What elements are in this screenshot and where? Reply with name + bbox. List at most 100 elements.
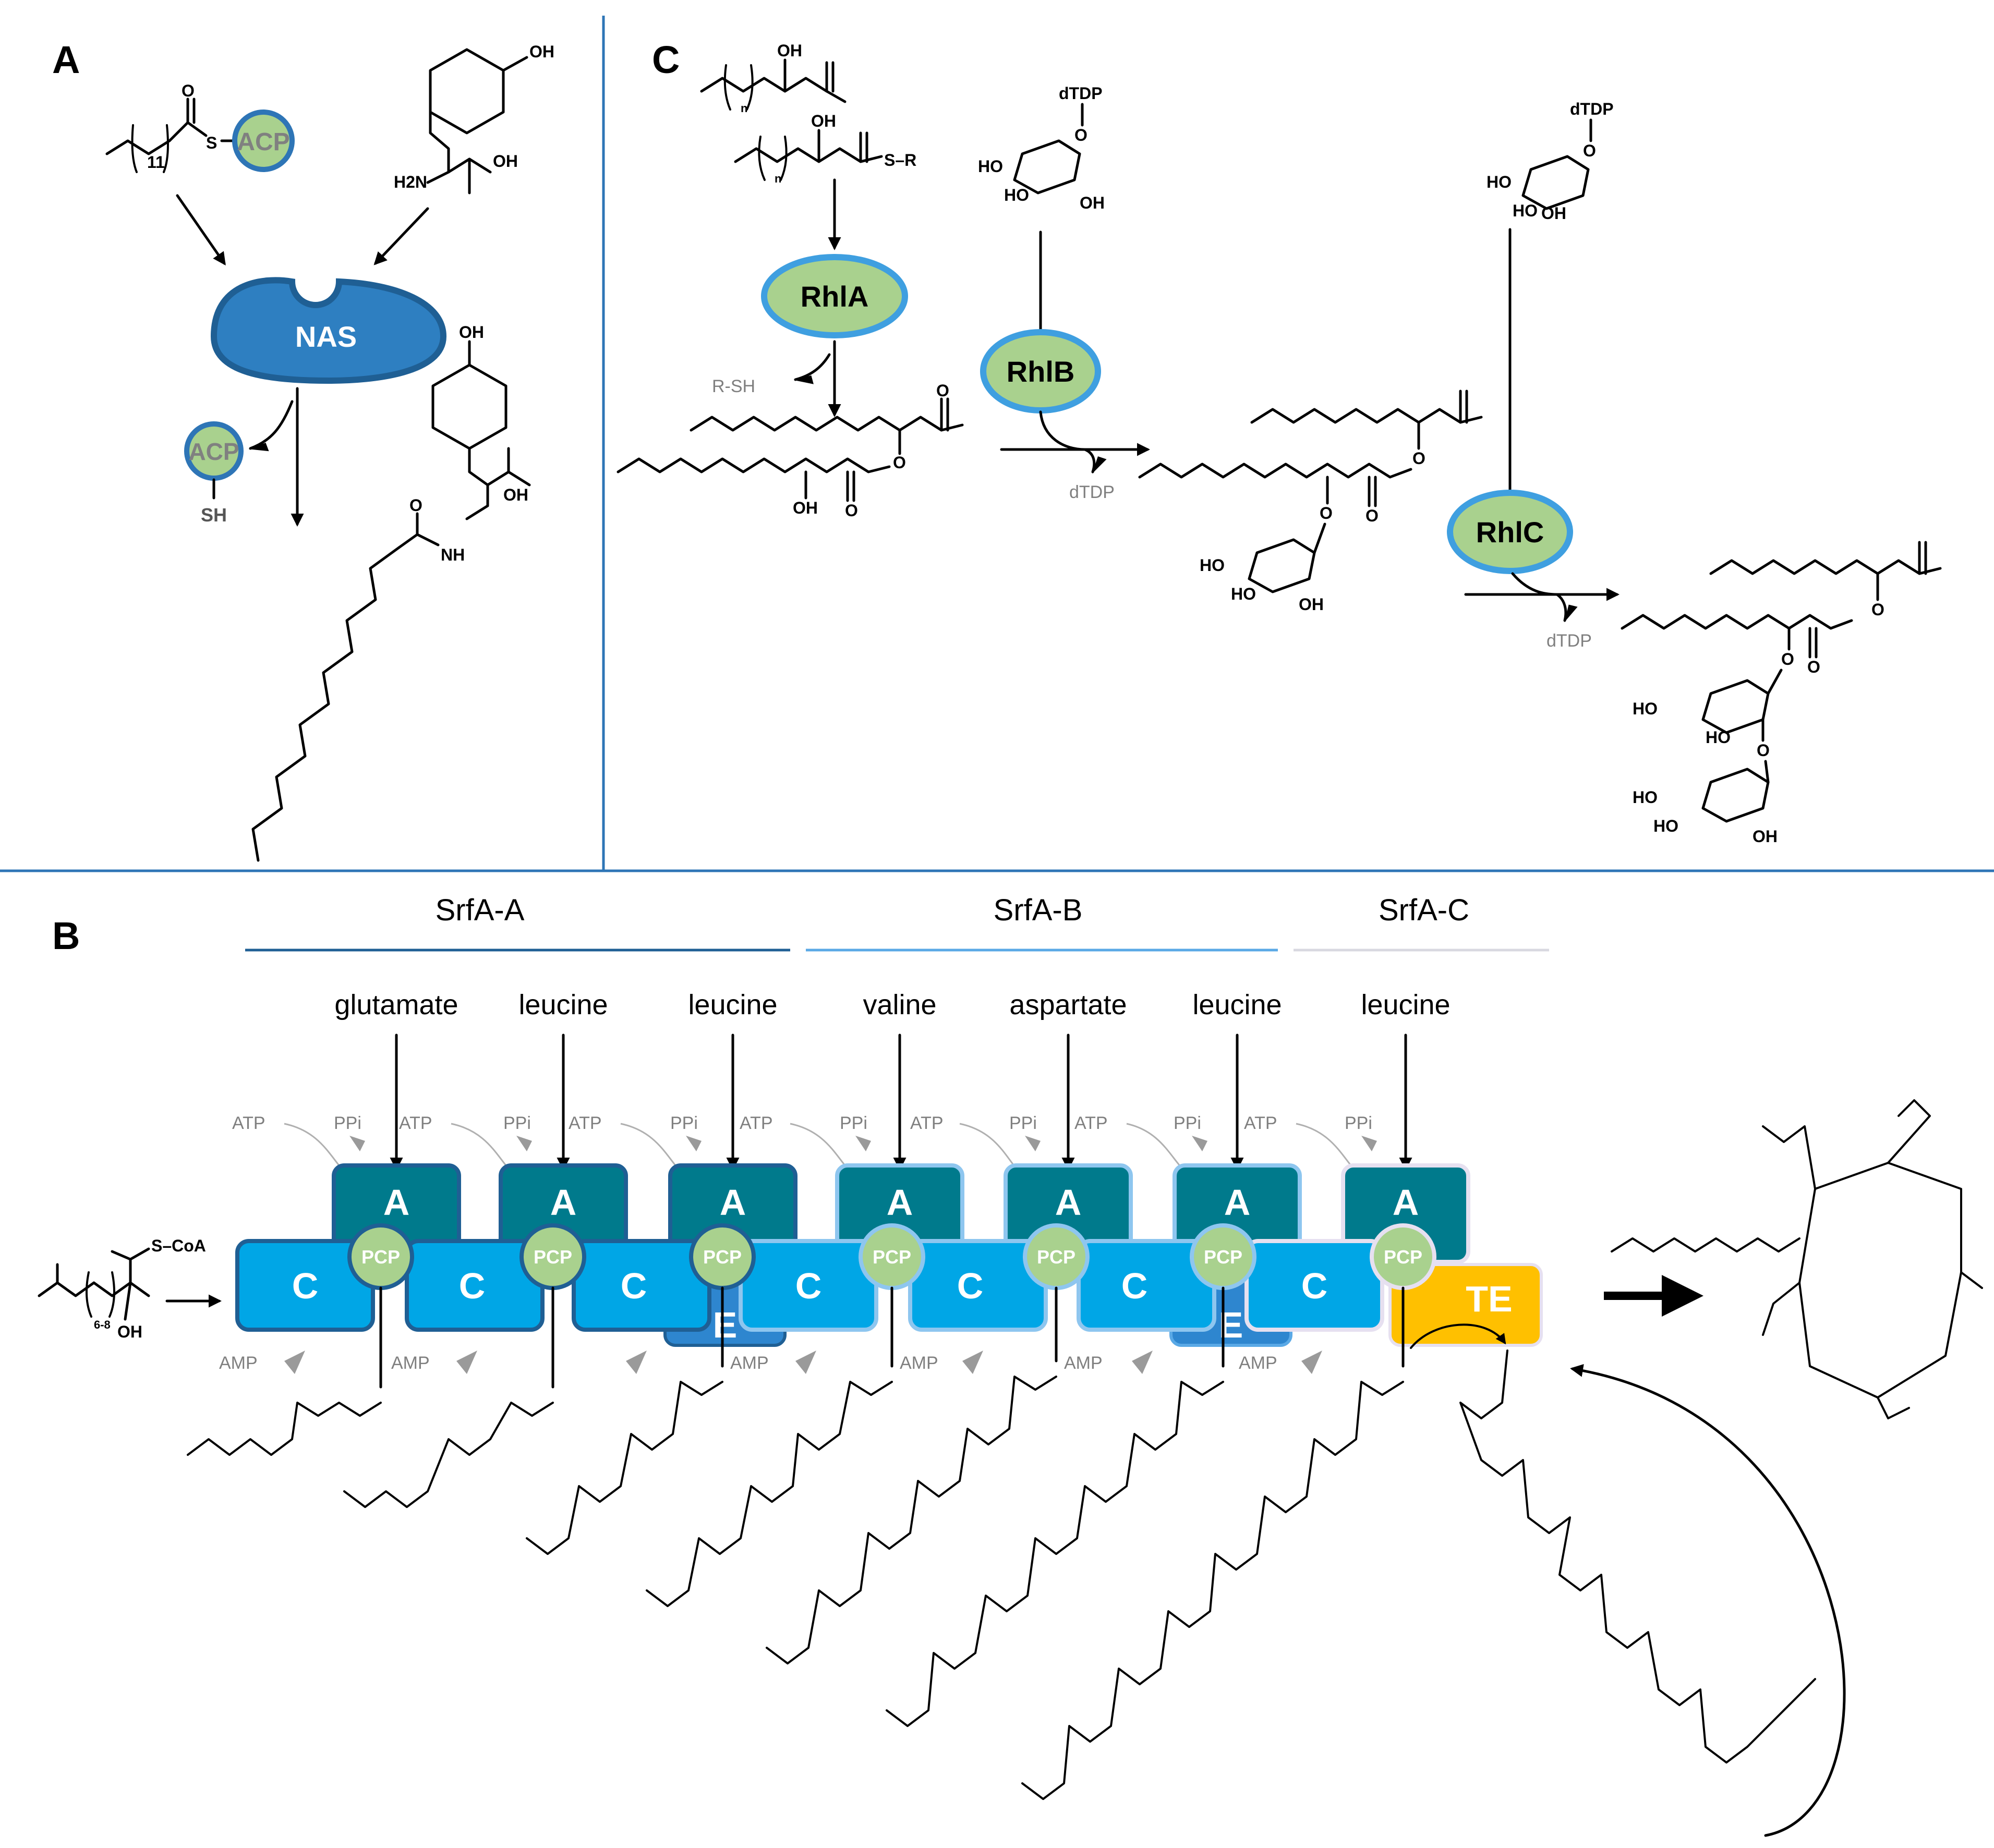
atom-oh: OH bbox=[1080, 193, 1105, 212]
ppi-label-5: PPi bbox=[1009, 1113, 1037, 1133]
pcp-label: PCP bbox=[703, 1246, 742, 1268]
atp-label-4: ATP bbox=[740, 1113, 773, 1133]
panel-label-a: A bbox=[52, 38, 80, 81]
a-domain-label: A bbox=[720, 1182, 746, 1223]
curved-arrow-icon bbox=[1039, 410, 1107, 474]
dtdp-rhamnose-2: dTDP O HO HO OH bbox=[1487, 100, 1614, 223]
ppi-label-6: PPi bbox=[1174, 1113, 1201, 1133]
c-domain-label: C bbox=[292, 1266, 319, 1306]
c-domain-label: C bbox=[957, 1266, 984, 1306]
atom-oh: OH bbox=[811, 112, 836, 130]
panel-label-c: C bbox=[652, 38, 680, 81]
ppi-label-2: PPi bbox=[503, 1113, 531, 1133]
amp-label-5: AMP bbox=[1064, 1353, 1103, 1373]
chain-count-label: 6-8 bbox=[94, 1318, 111, 1331]
n-acyl-tyrosine: OH OH NH O bbox=[251, 323, 531, 862]
atom-ho: HO bbox=[1633, 699, 1658, 718]
a-domain-label: A bbox=[1393, 1182, 1419, 1223]
di-rhamnolipid: O O O HO HO O HO HO OH bbox=[1621, 541, 1942, 846]
aa-label-6: leucine bbox=[1192, 989, 1282, 1020]
curved-arrow-icon bbox=[248, 400, 294, 452]
atom-o: O bbox=[1320, 504, 1333, 522]
dtdp-label: dTDP bbox=[1059, 84, 1103, 103]
a-domain-label: A bbox=[383, 1182, 410, 1223]
ppi-label-1: PPi bbox=[334, 1113, 361, 1133]
amp-label-1: AMP bbox=[219, 1353, 258, 1373]
a-domain-label: A bbox=[1224, 1182, 1251, 1223]
pcp-label: PCP bbox=[1204, 1246, 1242, 1268]
atom-o: O bbox=[936, 381, 949, 400]
panel-label-b: B bbox=[52, 914, 80, 957]
atom-ho: HO bbox=[1513, 201, 1538, 220]
atp-label-2: ATP bbox=[399, 1113, 432, 1133]
rhla-label: RhlA bbox=[801, 280, 869, 313]
aa-label-7: leucine bbox=[1361, 989, 1450, 1020]
module-label-srfa-c: SrfA-C bbox=[1379, 893, 1469, 927]
rsh-label: R-SH bbox=[712, 376, 755, 396]
atom-ho: HO bbox=[1487, 173, 1512, 191]
panel-c: C n OH n OH S–R Rhl bbox=[617, 38, 1942, 846]
pcp-label: PCP bbox=[1384, 1246, 1422, 1268]
te-domain-label: TE bbox=[1466, 1279, 1512, 1319]
aa-label-2: leucine bbox=[518, 989, 608, 1020]
atom-s-r: S–R bbox=[884, 151, 916, 169]
acp-circle bbox=[232, 110, 295, 172]
atom-oh: OH bbox=[793, 499, 818, 517]
atom-oh: OH bbox=[777, 41, 802, 60]
atom-ho: HO bbox=[1200, 556, 1225, 575]
c-domain-label: C bbox=[1301, 1266, 1328, 1306]
amp-row: AMP AMP AMP AMP AMP AMP bbox=[219, 1351, 1322, 1374]
atom-nh: NH bbox=[441, 545, 465, 564]
rhla-enzyme bbox=[761, 254, 908, 338]
subscript-n: n bbox=[741, 102, 747, 115]
ppi-label-7: PPi bbox=[1345, 1113, 1372, 1133]
te-transfer-curved-arrow-icon bbox=[1410, 1323, 1506, 1349]
dtdp-byproduct-1: dTDP bbox=[1069, 482, 1115, 502]
haa-product: O O O OH bbox=[617, 381, 964, 520]
acp-released-circle bbox=[184, 421, 244, 481]
atom-oh: OH bbox=[1299, 595, 1324, 614]
pcp-label: PCP bbox=[1037, 1246, 1075, 1268]
module-label-srfa-b: SrfA-B bbox=[994, 893, 1083, 927]
atom-oh: OH bbox=[1541, 204, 1566, 223]
a-domains: A A A A A A A bbox=[332, 1163, 1470, 1264]
substrate-thioester: n OH S–R bbox=[734, 112, 916, 185]
pcp-domains: PCP PCP PCP PCP PCP PCP PCP bbox=[347, 1223, 1436, 1290]
atp-label-1: ATP bbox=[232, 1113, 265, 1133]
surfactin-product bbox=[1611, 1099, 1983, 1419]
thioester-label: S–CoA bbox=[151, 1236, 206, 1255]
atom-o: O bbox=[1365, 506, 1379, 525]
acp-sh-label: SH bbox=[201, 504, 227, 526]
pcp-label: PCP bbox=[534, 1246, 572, 1268]
rhlc-enzyme bbox=[1447, 490, 1573, 574]
ppi-label-3: PPi bbox=[670, 1113, 698, 1133]
dtdp-rhamnose-1: dTDP O HO HO OH bbox=[978, 84, 1105, 212]
rhlc-label: RhlC bbox=[1476, 516, 1544, 549]
atom-o: O bbox=[893, 453, 906, 472]
mono-rhamnolipid: O O O HO HO OH bbox=[1138, 390, 1483, 614]
aa-label-3: leucine bbox=[688, 989, 777, 1020]
a-domain-label: A bbox=[1055, 1182, 1082, 1223]
amp-label-4: AMP bbox=[900, 1353, 938, 1373]
curved-arrow-icon bbox=[1511, 572, 1578, 623]
atom-oh: OH bbox=[459, 323, 484, 342]
c-domain-label: C bbox=[621, 1266, 647, 1306]
c-domain-label: C bbox=[459, 1266, 486, 1306]
amp-label-6: AMP bbox=[1239, 1353, 1277, 1373]
a-domain-label: A bbox=[550, 1182, 577, 1223]
atom-cooh: OH bbox=[493, 152, 518, 171]
atom-ho: HO bbox=[1004, 186, 1029, 204]
pcp-label: PCP bbox=[361, 1246, 400, 1268]
c-domain-label: C bbox=[795, 1266, 822, 1306]
atom-o: O bbox=[845, 501, 858, 520]
a-domain-label: A bbox=[887, 1182, 913, 1223]
atom-oh: OH bbox=[117, 1322, 142, 1341]
atom-o: O bbox=[1871, 600, 1884, 619]
rhlb-label: RhlB bbox=[1007, 355, 1075, 388]
atom-ho: HO bbox=[1706, 728, 1731, 747]
atom-ho: HO bbox=[978, 157, 1003, 176]
te-domain bbox=[1388, 1263, 1543, 1347]
atp-label-6: ATP bbox=[1074, 1113, 1108, 1133]
atom-o: O bbox=[1583, 141, 1596, 160]
